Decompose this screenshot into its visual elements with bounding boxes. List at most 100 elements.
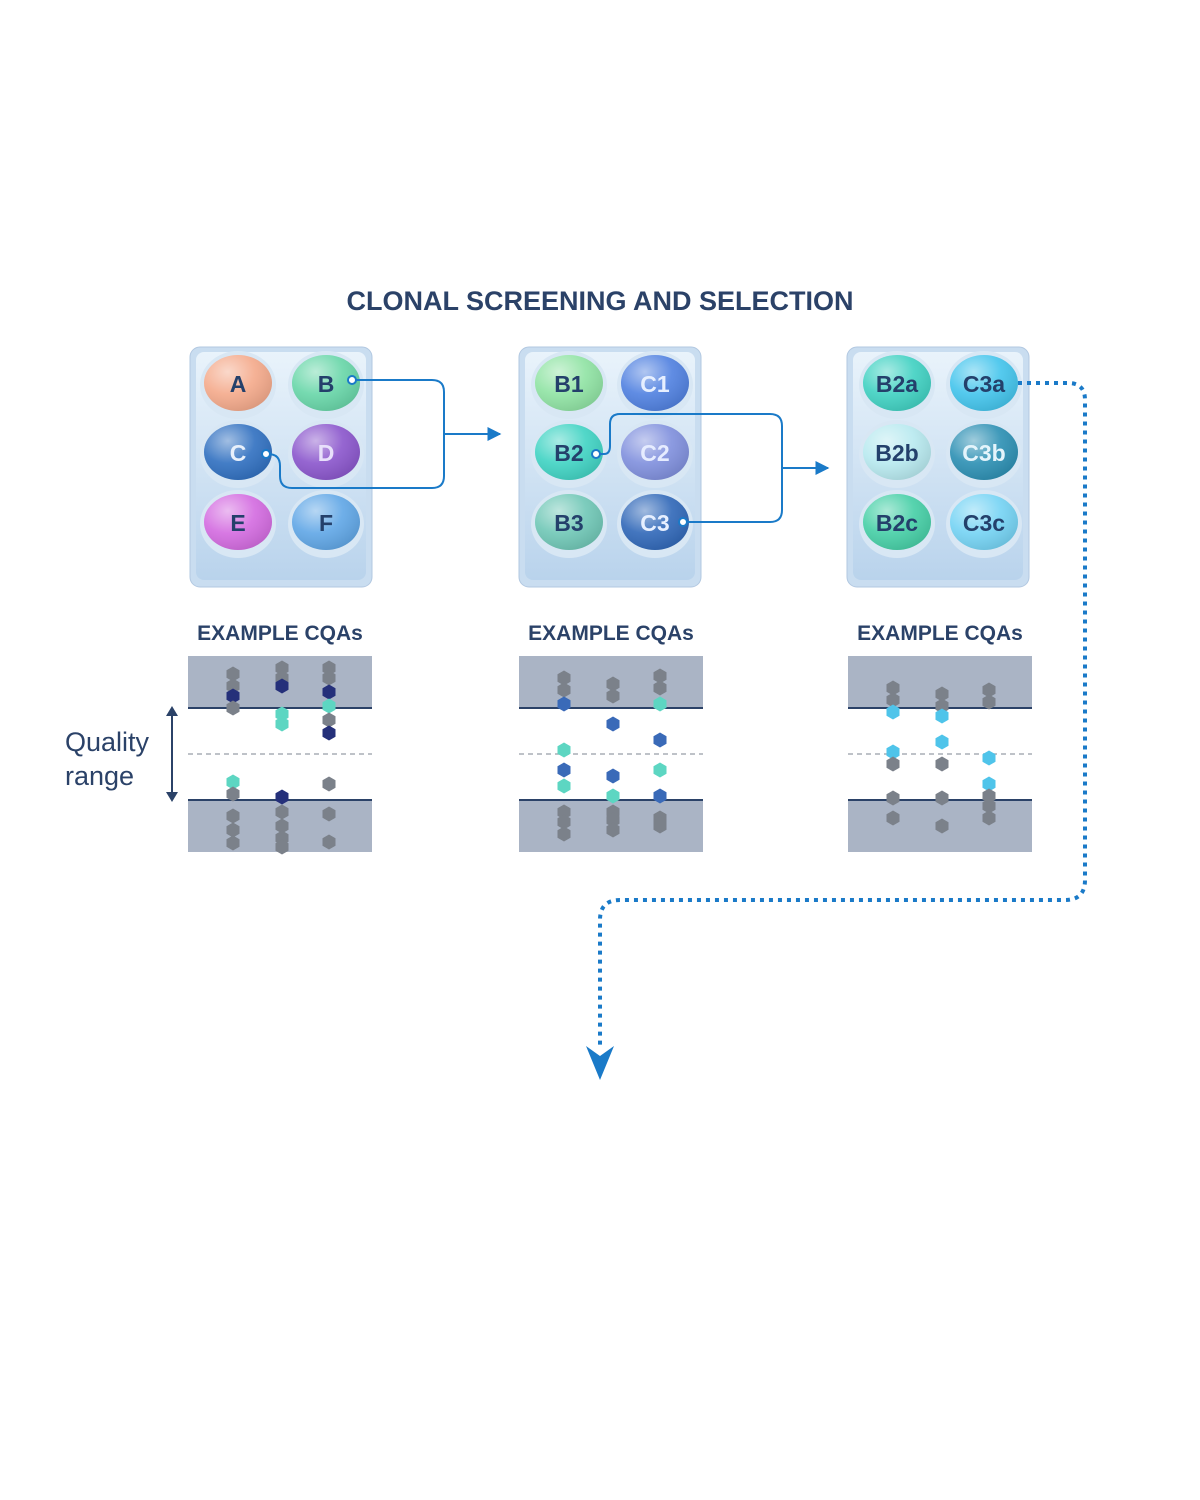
well-e: E [200, 490, 276, 558]
quality-range-indicator: Quality range [65, 706, 178, 802]
cqa-marker-teal [653, 696, 667, 712]
cqa-marker-gray [275, 660, 289, 676]
cqa-marker-gray [322, 776, 336, 792]
cqa-marker-teal [557, 778, 571, 794]
cqa-marker-gray [886, 680, 900, 696]
well-b1-label: B1 [554, 371, 584, 397]
cqa-marker-teal [606, 788, 620, 804]
cqa-marker-gray [935, 756, 949, 772]
well-b2b: B2b [859, 420, 935, 488]
cqa-marker-gray [322, 670, 336, 686]
cqa-marker-gray [886, 756, 900, 772]
well-b2c: B2c [859, 490, 935, 558]
connector-plate1-to-plate2 [261, 375, 502, 489]
cqa-marker-cyan [982, 750, 996, 766]
quality-range-label-line2: range [65, 761, 134, 791]
cqa-marker-gray [653, 816, 667, 832]
cqa-marker-teal [275, 706, 289, 722]
cqa-marker-teal [275, 716, 289, 732]
cqa-marker-cyan [935, 734, 949, 750]
plate-3: B2a C3a B2b C3b B2c [846, 346, 1030, 588]
cqa-marker-cyan [886, 744, 900, 760]
well-c3-label: C3 [640, 510, 669, 536]
cqa-marker-blue [606, 716, 620, 732]
cqa-marker-blue [557, 762, 571, 778]
cqa-marker-gray [653, 680, 667, 696]
well-a-label: A [230, 371, 247, 397]
cqa-marker-gray [226, 822, 240, 838]
cqa-marker-gray [982, 694, 996, 710]
cqa-marker-gray [557, 826, 571, 842]
down-arrow-icon [166, 792, 178, 802]
cqa-marker-gray [606, 676, 620, 692]
cqa-marker-gray [322, 712, 336, 728]
well-b2a-label: B2a [876, 371, 918, 397]
well-b2a: B2a [859, 351, 935, 419]
cqa-marker-gray [557, 814, 571, 830]
cqa-marker-teal [653, 762, 667, 778]
cqa-marker-gray [275, 818, 289, 834]
well-b2c-label: B2c [876, 510, 918, 536]
cqa-marker-gray [606, 822, 620, 838]
cqa-marker-navy [275, 678, 289, 694]
cqa-marker-gray [322, 834, 336, 850]
diagram-title: CLONAL SCREENING AND SELECTION [346, 286, 853, 316]
cqa-marker-gray [982, 810, 996, 826]
cqa-marker-navy [322, 725, 336, 741]
plate-2: B1 C1 B2 C2 B3 [518, 346, 702, 588]
cqa-marker-cyan [982, 776, 996, 792]
well-d: D [288, 420, 364, 488]
cqa-marker-gray [606, 812, 620, 828]
well-b: B [288, 351, 364, 419]
cqa-title-2: EXAMPLE CQAs [528, 622, 694, 645]
cqa-marker-gray [935, 790, 949, 806]
cqa-marker-gray [322, 806, 336, 822]
cqa-marker-gray [886, 810, 900, 826]
cqa-marker-gray [557, 804, 571, 820]
well-c3: C3 [617, 490, 693, 558]
well-c3c: C3c [946, 490, 1022, 558]
well-b3: B3 [531, 490, 607, 558]
cqa-marker-navy [275, 789, 289, 805]
cqa-marker-gray [886, 790, 900, 806]
cqa-marker-gray [275, 839, 289, 855]
well-c3c-label: C3c [963, 510, 1005, 536]
cqa-marker-gray [935, 698, 949, 714]
cqa-marker-blue [557, 696, 571, 712]
cqa-marker-gray [606, 688, 620, 704]
well-f: F [288, 490, 364, 558]
cqa-marker-gray [275, 804, 289, 820]
well-c1-label: C1 [640, 371, 670, 397]
well-f-label: F [319, 510, 333, 536]
well-c3a-label: C3a [963, 371, 1005, 397]
well-b2: B2 [531, 420, 607, 488]
well-b-label: B [318, 371, 335, 397]
well-c2: C2 [617, 420, 693, 488]
up-arrow-icon [166, 706, 178, 716]
cqa-title-1: EXAMPLE CQAs [197, 622, 363, 645]
cqa-marker-teal [557, 742, 571, 758]
cqa-marker-gray [226, 666, 240, 682]
cqa-marker-gray [982, 798, 996, 814]
cqa-panel-2 [519, 656, 703, 852]
cqa-marker-gray [935, 686, 949, 702]
cqa-marker-gray [322, 660, 336, 676]
cqa-title-3: EXAMPLE CQAs [857, 622, 1023, 645]
cqa-marker-gray [653, 668, 667, 684]
cqa-marker-cyan [935, 708, 949, 724]
well-c: C [200, 420, 276, 488]
cqa-marker-gray [557, 682, 571, 698]
well-b1: B1 [531, 351, 607, 419]
cqa-marker-navy [226, 688, 240, 704]
dotted-connector-to-next-step [586, 381, 1087, 1080]
well-c3b-label: C3b [962, 440, 1005, 466]
cqa-marker-gray [886, 692, 900, 708]
quality-range-label-line1: Quality [65, 727, 150, 757]
cqa-marker-gray [226, 678, 240, 694]
cqa-marker-gray [226, 835, 240, 851]
well-d-label: D [318, 440, 335, 466]
cqa-marker-blue [653, 788, 667, 804]
well-a: A [200, 351, 276, 419]
cqa-marker-cyan [886, 704, 900, 720]
